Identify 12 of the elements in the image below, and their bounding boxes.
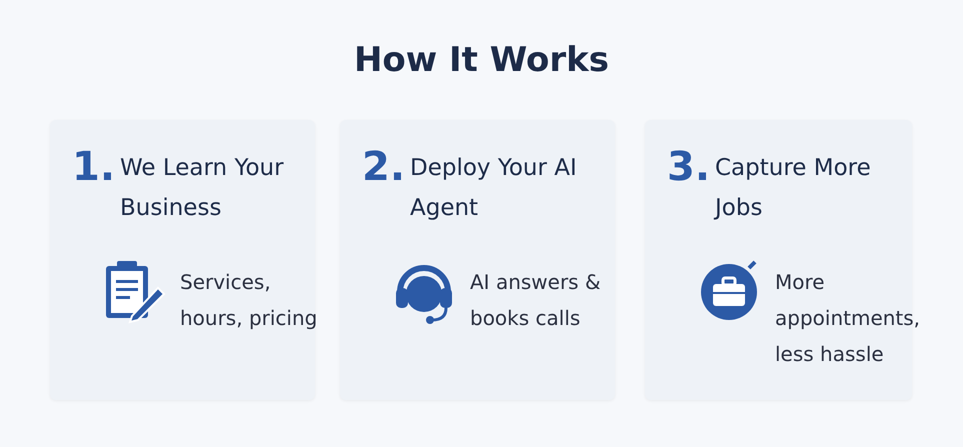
step-heading: We Learn Your Business — [120, 154, 285, 223]
step-heading: Deploy Your AI Agent — [410, 154, 578, 223]
step-number: 3. — [667, 144, 710, 190]
step-number: 2. — [362, 144, 406, 190]
step-heading: Capture More Jobs — [715, 154, 872, 223]
step-description: Services, hours, pricing — [180, 269, 318, 332]
step-description: AI answers & books calls — [470, 269, 602, 332]
title: How It Works — [352, 40, 610, 80]
step-description: More appointments, less hassle — [775, 269, 922, 368]
step-card — [50, 120, 315, 400]
step-number: 1. — [72, 144, 116, 190]
step-card — [340, 120, 615, 400]
